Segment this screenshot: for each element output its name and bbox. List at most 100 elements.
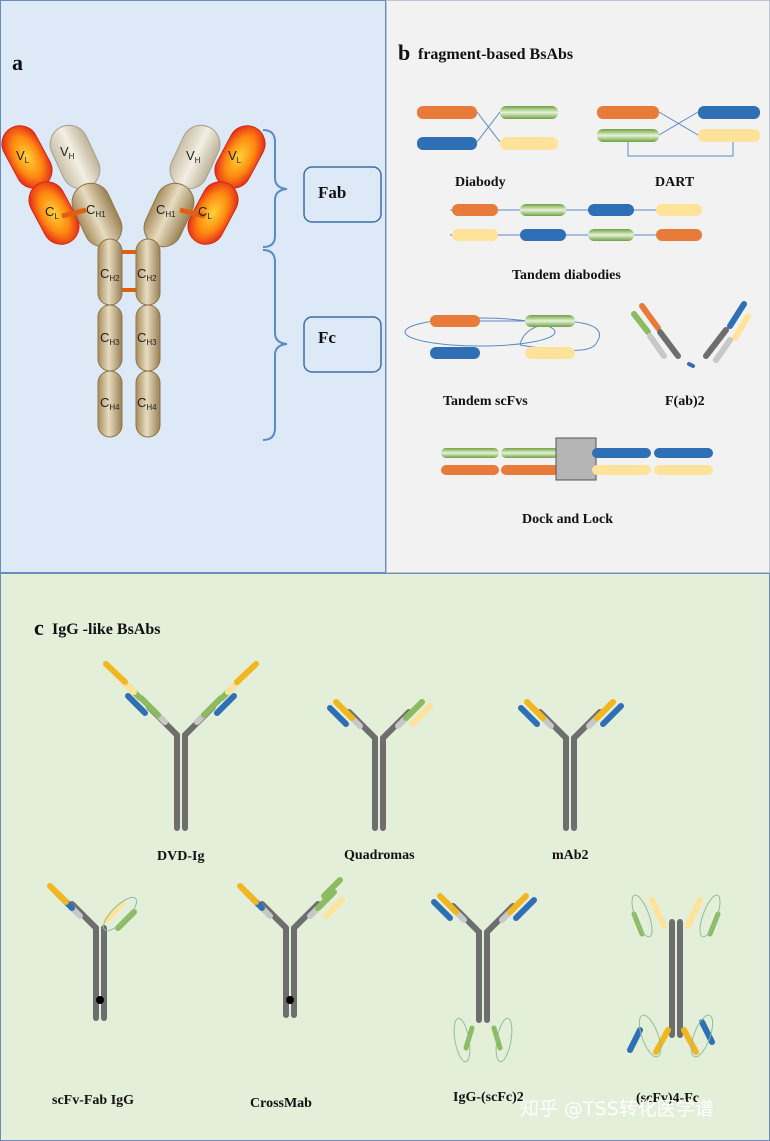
fc-stack (97, 238, 161, 438)
scfv-fab-igg-label: scFv-Fab IgG (52, 1093, 134, 1108)
vl-label-left: V (16, 148, 25, 163)
crossmab-label: CrossMab (250, 1096, 312, 1111)
tandem-scfvs-diagram (404, 315, 600, 359)
chain-segment (234, 661, 259, 685)
chain-segment (627, 1027, 643, 1053)
ch1-label-right: C (156, 202, 165, 217)
chain-segment (653, 1027, 671, 1055)
diabody-label: Diabody (455, 175, 506, 190)
svg-text:CH2: CH2 (100, 266, 120, 283)
vl-yellow (500, 137, 558, 150)
ch2-label-right: C (137, 266, 146, 281)
vl-label-right: V (228, 148, 237, 163)
tandem-diabodies-label: Tandem diabodies (512, 268, 621, 283)
svg-text:CH4: CH4 (100, 395, 120, 412)
linker-loop (690, 1014, 714, 1058)
fab-arm-left (1, 124, 123, 248)
cl-domain-left (28, 181, 80, 245)
dart-orange (597, 106, 659, 119)
svg-text:CH1: CH1 (156, 202, 176, 219)
dart-blue (698, 106, 760, 119)
fc-bracket (262, 249, 288, 441)
panel-a-letter: a (12, 50, 23, 75)
panel-c-content: c IgG -like BsAbs DVD-Ig Quadromas mAb2 … (34, 615, 721, 1111)
chain-segment (103, 661, 128, 685)
fab-label-box (303, 166, 382, 223)
dock-lock-label: Dock and Lock (522, 512, 613, 527)
vh-blue (417, 137, 477, 150)
chain-segment (685, 897, 703, 929)
svg-text:CH2: CH2 (137, 266, 157, 283)
disulfide-right-arm (179, 207, 206, 219)
svg-text:VH: VH (186, 148, 201, 165)
ch4-domain-right (135, 370, 161, 438)
svg-text:CL: CL (45, 204, 59, 221)
fab-label: Fab (318, 183, 346, 202)
tandem-diabodies-diagram (450, 204, 702, 241)
linker-loop (699, 894, 721, 938)
chain-segment (214, 693, 237, 716)
svg-text:VH: VH (60, 144, 75, 161)
chain-segment (524, 699, 546, 721)
chain-segment (431, 899, 453, 921)
igg-like-antibodies (47, 661, 721, 1063)
chain-segment (315, 889, 337, 911)
svg-text:CL: CL (198, 204, 212, 221)
dvd-ig-label: DVD-Ig (157, 849, 204, 864)
cl-domain-right (187, 181, 239, 245)
panel-a (0, 0, 386, 573)
chain-segment (594, 699, 616, 721)
ch3-label-left: C (100, 330, 109, 345)
chain-segment (681, 1027, 699, 1055)
fab-arm-right (143, 124, 266, 248)
watermark-text: 知乎 @TSS转化医学谱 (520, 1098, 714, 1120)
dart-green (597, 129, 659, 142)
chain-segment (47, 883, 69, 905)
fab2-label: F(ab)2 (665, 394, 705, 409)
chain-segment (323, 897, 345, 919)
tandem-scfvs-label: Tandem scFvs (443, 394, 528, 409)
dart-label: DART (655, 175, 695, 190)
svg-text:CH4: CH4 (137, 395, 157, 412)
scfv4-fc-label: (scFv)4-Fc (636, 1091, 699, 1106)
chain-segment (237, 883, 259, 905)
disulfide-left-arm (61, 207, 87, 219)
panel-c-title: IgG -like BsAbs (52, 621, 160, 638)
chain-segment (513, 897, 537, 921)
linker-loop (102, 896, 138, 932)
chain-segment (600, 703, 624, 727)
chain-segment (327, 705, 349, 727)
knob-dot (286, 996, 294, 1004)
fab-bracket (262, 129, 288, 248)
panel-b-title: fragment-based BsAbs (418, 46, 573, 63)
ch4-label-left: C (100, 395, 109, 410)
dart-yellow (698, 129, 760, 142)
linker-loop (631, 894, 653, 938)
panel-b-letter: b (398, 40, 410, 65)
quadromas-label: Quadromas (344, 848, 415, 863)
svg-text:CH1: CH1 (86, 202, 106, 219)
chain-segment (201, 695, 224, 718)
linker-loop (495, 1017, 513, 1063)
chain-segment (409, 703, 433, 727)
chain-segment (437, 893, 459, 915)
fc-label: Fc (318, 328, 336, 347)
chain-segment (138, 695, 161, 718)
chain-segment (333, 699, 355, 721)
vh-label-right: V (186, 148, 195, 163)
chain-segment (518, 705, 540, 727)
linker-loop (638, 1014, 662, 1058)
dart-diagram (597, 106, 760, 157)
chain-segment (321, 877, 343, 899)
chain-segment (649, 897, 667, 929)
ch4-domain-left (97, 370, 123, 438)
ch4-label-right: C (137, 395, 146, 410)
chain-segment (103, 901, 125, 923)
panel-c-letter: c (34, 615, 44, 640)
knob-dot (96, 996, 104, 1004)
diabody-diagram (417, 106, 558, 150)
chain-segment (403, 699, 425, 721)
cl-label-left: C (45, 204, 54, 219)
ch1-label-left: C (86, 202, 95, 217)
